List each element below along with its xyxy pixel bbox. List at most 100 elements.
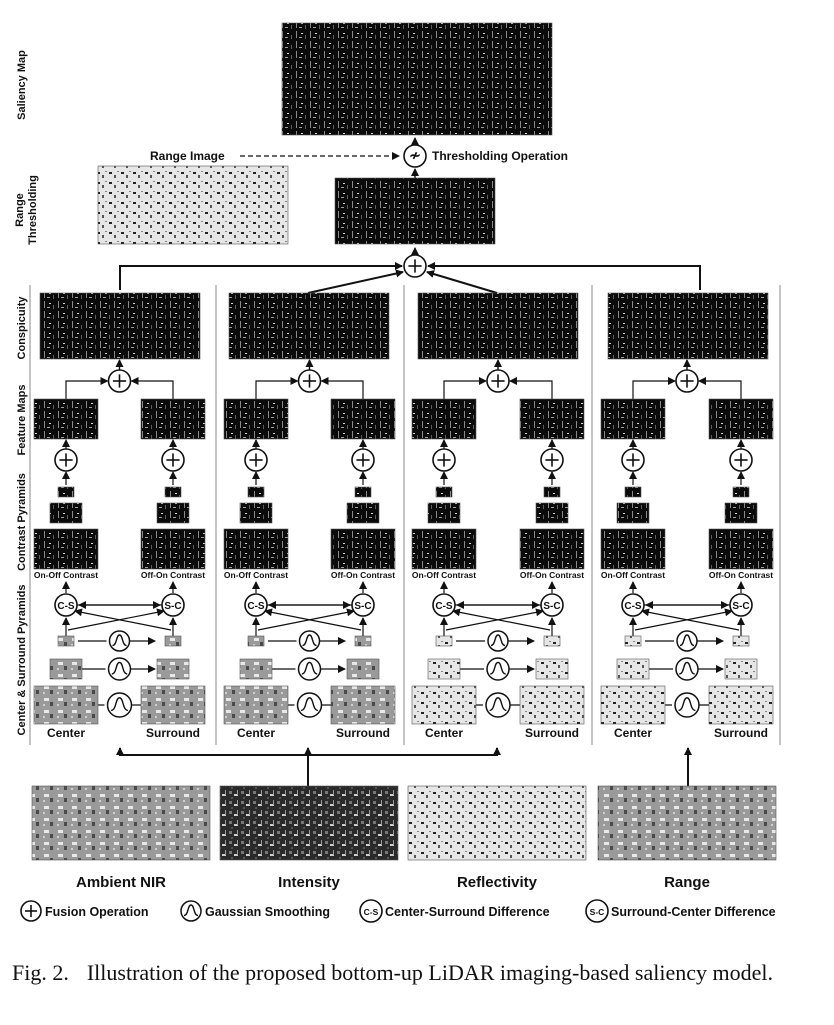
fusion-node-conspicuity-reflectivity bbox=[486, 369, 510, 393]
feature-map-off-reflectivity bbox=[519, 398, 585, 440]
gaussian-smoothing-node-range bbox=[674, 692, 700, 718]
input-to-pyramids-right bbox=[308, 747, 501, 756]
contrast-pyramid-large-ambient-nir bbox=[140, 528, 206, 570]
contrast-pyramid-medium-intensity bbox=[239, 502, 273, 524]
center-pyramid-large-intensity bbox=[223, 685, 289, 725]
gaussian-smoothing-node-ambient-nir bbox=[108, 630, 131, 652]
contrast-pyramid-small-intensity bbox=[247, 486, 265, 498]
contrast-pyramid-small-reflectivity bbox=[435, 486, 453, 498]
off-on-contrast-label-ambient-nir: Off-On Contrast bbox=[141, 570, 205, 580]
fusion-node-conspicuity-ambient-nir bbox=[107, 369, 132, 393]
feature-map-off-intensity bbox=[330, 398, 396, 440]
connector-line bbox=[632, 377, 676, 399]
fusion-node-feature-reflectivity bbox=[540, 448, 564, 472]
input-label-ambient-nir: Ambient NIR bbox=[76, 874, 166, 891]
node-symbol: C-S bbox=[57, 601, 75, 612]
center-label-range: Center bbox=[614, 726, 652, 740]
center-pyramid-small-intensity bbox=[247, 635, 265, 647]
gaussian-smoothing-node-ambient-nir bbox=[107, 657, 132, 681]
figure-caption: Fig. 2.Illustration of the proposed bott… bbox=[12, 958, 807, 987]
off-on-contrast-label-intensity: Off-On Contrast bbox=[331, 570, 395, 580]
top-fusion-node bbox=[403, 254, 427, 278]
node-symbol: C-S bbox=[435, 601, 453, 612]
connector-line bbox=[65, 377, 109, 399]
center-pyramid-large-reflectivity bbox=[411, 685, 477, 725]
surround-center-node-reflectivity: S-C bbox=[540, 593, 564, 617]
feature-map-on-ambient-nir bbox=[33, 398, 99, 440]
input-label-range: Range bbox=[664, 874, 710, 891]
connector-line bbox=[698, 377, 742, 399]
row-label-feature-maps: Feature Maps bbox=[16, 385, 28, 456]
conspicuity-map-reflectivity bbox=[417, 292, 579, 360]
center-pyramid-small-reflectivity bbox=[435, 635, 453, 647]
row-label-contrast-pyramids: Contrast Pyramids bbox=[16, 473, 28, 571]
surround-label-range: Surround bbox=[714, 726, 768, 740]
node-symbol: C-S bbox=[364, 907, 379, 917]
gaussian-smoothing-node-intensity bbox=[297, 657, 322, 681]
surround-pyramid-large-range bbox=[708, 685, 774, 725]
fusion-node-feature-range bbox=[729, 448, 753, 472]
center-pyramid-medium-reflectivity bbox=[427, 658, 461, 680]
off-on-contrast-label-reflectivity: Off-On Contrast bbox=[520, 570, 584, 580]
center-label-reflectivity: Center bbox=[425, 726, 463, 740]
conspicuity-to-fusion-reflectivity bbox=[426, 270, 498, 294]
row-label-saliency-map: Saliency Map bbox=[16, 50, 28, 120]
gaussian-smoothing-node-range bbox=[675, 657, 699, 681]
connector-line bbox=[320, 377, 364, 399]
conspicuity-map-intensity bbox=[228, 292, 390, 360]
surround-label-ambient-nir: Surround bbox=[146, 726, 200, 740]
center-label-intensity: Center bbox=[237, 726, 275, 740]
fusion-node-feature-ambient-nir bbox=[54, 448, 78, 472]
contrast-pyramid-medium-reflectivity bbox=[427, 502, 461, 524]
feature-map-on-intensity bbox=[223, 398, 289, 440]
legend-center-surround-icon: C-S bbox=[359, 899, 383, 923]
surround-pyramid-medium-range bbox=[724, 658, 758, 680]
gaussian-smoothing-node-reflectivity bbox=[486, 657, 510, 681]
conspicuity-to-fusion-nir bbox=[119, 262, 403, 290]
legend-label-3: Center-Surround Difference bbox=[385, 905, 550, 919]
node-symbol: S-C bbox=[590, 907, 605, 917]
off-on-contrast-label-range: Off-On Contrast bbox=[709, 570, 773, 580]
node-symbol: S-C bbox=[732, 601, 749, 612]
surround-pyramid-small-range bbox=[732, 635, 750, 647]
fusion-node-feature-reflectivity bbox=[432, 448, 456, 472]
surround-center-node-intensity: S-C bbox=[351, 593, 375, 617]
center-surround-node-intensity: C-S bbox=[244, 593, 268, 617]
connector-line bbox=[255, 377, 299, 399]
on-off-contrast-label-range: On-Off Contrast bbox=[601, 570, 665, 580]
range-image-thumbnail bbox=[97, 165, 289, 245]
row-label-center-surround-pyramids: Center & Surround Pyramids bbox=[16, 585, 28, 736]
connector-line bbox=[67, 608, 165, 631]
surround-pyramid-large-intensity bbox=[330, 685, 396, 725]
center-label-ambient-nir: Center bbox=[47, 726, 85, 740]
surround-center-node-range: S-C bbox=[729, 593, 753, 617]
row-label-conspicuity: Conspicuity bbox=[16, 296, 28, 360]
fusion-node-feature-intensity bbox=[351, 448, 375, 472]
fusion-node-conspicuity-intensity bbox=[297, 369, 322, 393]
center-pyramid-large-ambient-nir bbox=[33, 685, 99, 725]
node-symbol: S-C bbox=[543, 601, 560, 612]
connector-line bbox=[443, 377, 487, 399]
connector-line bbox=[509, 377, 553, 399]
contrast-pyramid-medium-ambient-nir bbox=[156, 502, 190, 524]
surround-pyramid-small-reflectivity bbox=[543, 635, 561, 647]
fusion-node-feature-intensity bbox=[244, 448, 268, 472]
fusion-node-feature-ambient-nir bbox=[161, 448, 185, 472]
contrast-pyramid-small-range bbox=[624, 486, 642, 498]
connector-line bbox=[641, 608, 740, 631]
center-surround-node-range: C-S bbox=[621, 593, 645, 617]
contrast-pyramid-medium-reflectivity bbox=[535, 502, 569, 524]
contrast-pyramid-small-reflectivity bbox=[543, 486, 561, 498]
contrast-pyramid-small-ambient-nir bbox=[164, 486, 182, 498]
center-pyramid-small-range bbox=[624, 635, 642, 647]
contrast-pyramid-medium-range bbox=[616, 502, 650, 524]
saliency-map-image bbox=[281, 22, 553, 136]
center-pyramid-large-range bbox=[600, 685, 666, 725]
contrast-pyramid-small-ambient-nir bbox=[57, 486, 75, 498]
caption-figure-number: Fig. 2. bbox=[12, 960, 69, 985]
connector-line bbox=[130, 377, 174, 399]
surround-pyramid-medium-reflectivity bbox=[535, 658, 569, 680]
conspicuity-to-fusion-intensity bbox=[307, 269, 404, 294]
surround-label-reflectivity: Surround bbox=[525, 726, 579, 740]
contrast-pyramid-medium-range bbox=[724, 502, 758, 524]
